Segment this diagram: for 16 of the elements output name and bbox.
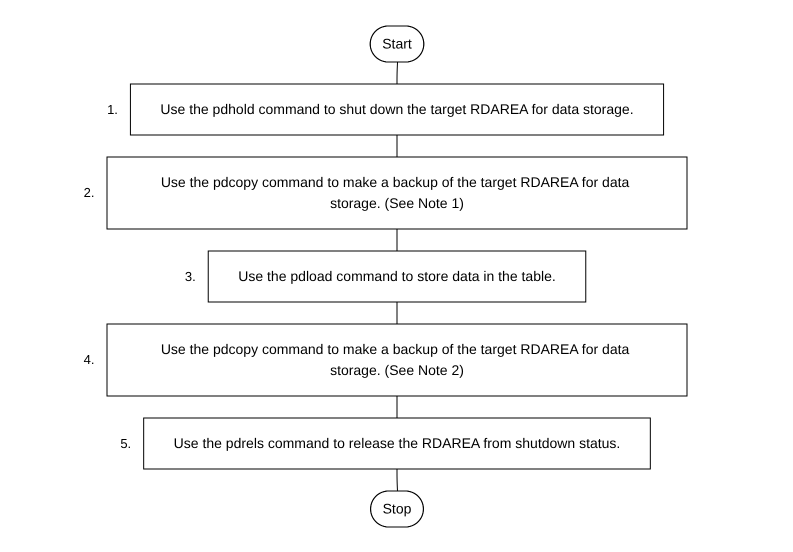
node-box: Use the pdhold command to shut down the target RDAREA for data storage. [129,83,664,135]
node-box: Use the pdcopy command to make a backup of the target RDAREA for data storage. (See Note 2) [106,323,687,396]
connector [396,228,397,251]
node-box: Use the pdcopy command to make a backup of the target RDAREA for data storage. (See Note 1) [106,156,687,229]
connector [396,301,397,324]
step-number: 3. [184,268,196,284]
connector [396,395,397,418]
node-box: Use the pdload command to store data in the table. [207,250,586,302]
node-box: Use the pdrels command to release the RDAREA from shutdown status. [142,417,650,469]
connector [396,62,398,84]
step-number: 1. [107,102,118,116]
connector [396,468,398,492]
step-number: 5. [120,436,132,450]
step-number: 2. [84,185,94,200]
connector [396,134,397,157]
step-number: 4. [84,352,94,367]
